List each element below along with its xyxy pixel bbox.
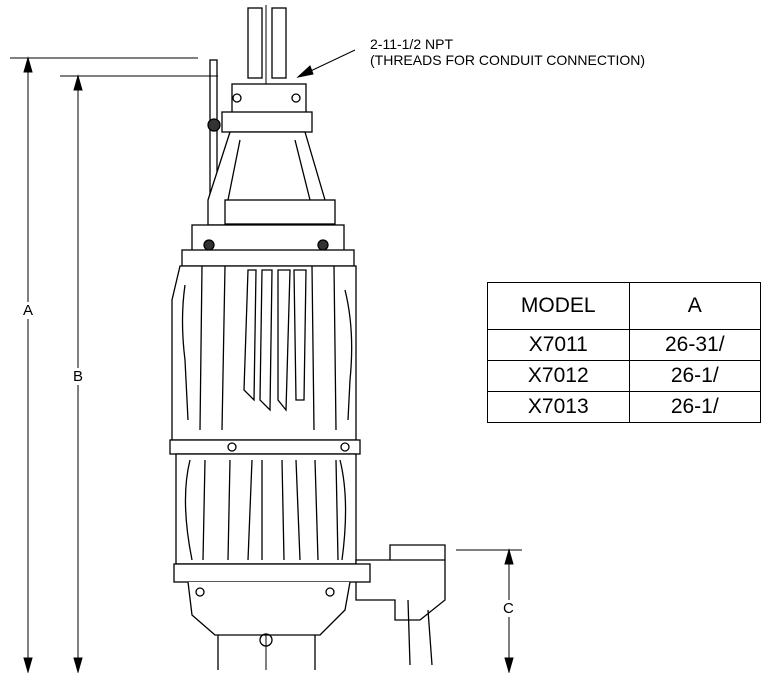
dimension-b-label: B — [73, 368, 84, 385]
model-dimension-table: MODEL A X7011 26-31/ X7012 26-1/ X7013 2… — [487, 282, 761, 423]
conduit-callout: 2-11-1/2 NPT (THREADS FOR CONDUIT CONNEC… — [370, 36, 645, 68]
cell-a: 26-1/ — [628, 360, 761, 392]
cell-a: 26-31/ — [628, 329, 761, 361]
conduit-pipe-right — [271, 7, 287, 79]
header-a: A — [628, 282, 761, 330]
table-row: X7012 26-1/ — [487, 360, 761, 392]
cell-a: 26-1/ — [628, 391, 761, 423]
callout-line-1: 2-11-1/2 NPT — [370, 36, 453, 52]
discharge-elbow — [355, 544, 446, 621]
table-row: X7011 26-31/ — [487, 329, 761, 361]
header-model: MODEL — [487, 282, 630, 330]
cell-model: X7011 — [487, 329, 630, 361]
cell-model: X7012 — [487, 360, 630, 392]
cell-model: X7013 — [487, 391, 630, 423]
conduit-pipe-left — [247, 7, 263, 79]
table-row: X7013 26-1/ — [487, 391, 761, 423]
callout-line-2: (THREADS FOR CONDUIT CONNECTION) — [370, 52, 646, 68]
lower-housing — [175, 453, 357, 565]
dimension-a-label: A — [23, 302, 34, 319]
dimension-c-label: C — [503, 600, 514, 617]
table-header-row: MODEL A — [487, 282, 761, 330]
